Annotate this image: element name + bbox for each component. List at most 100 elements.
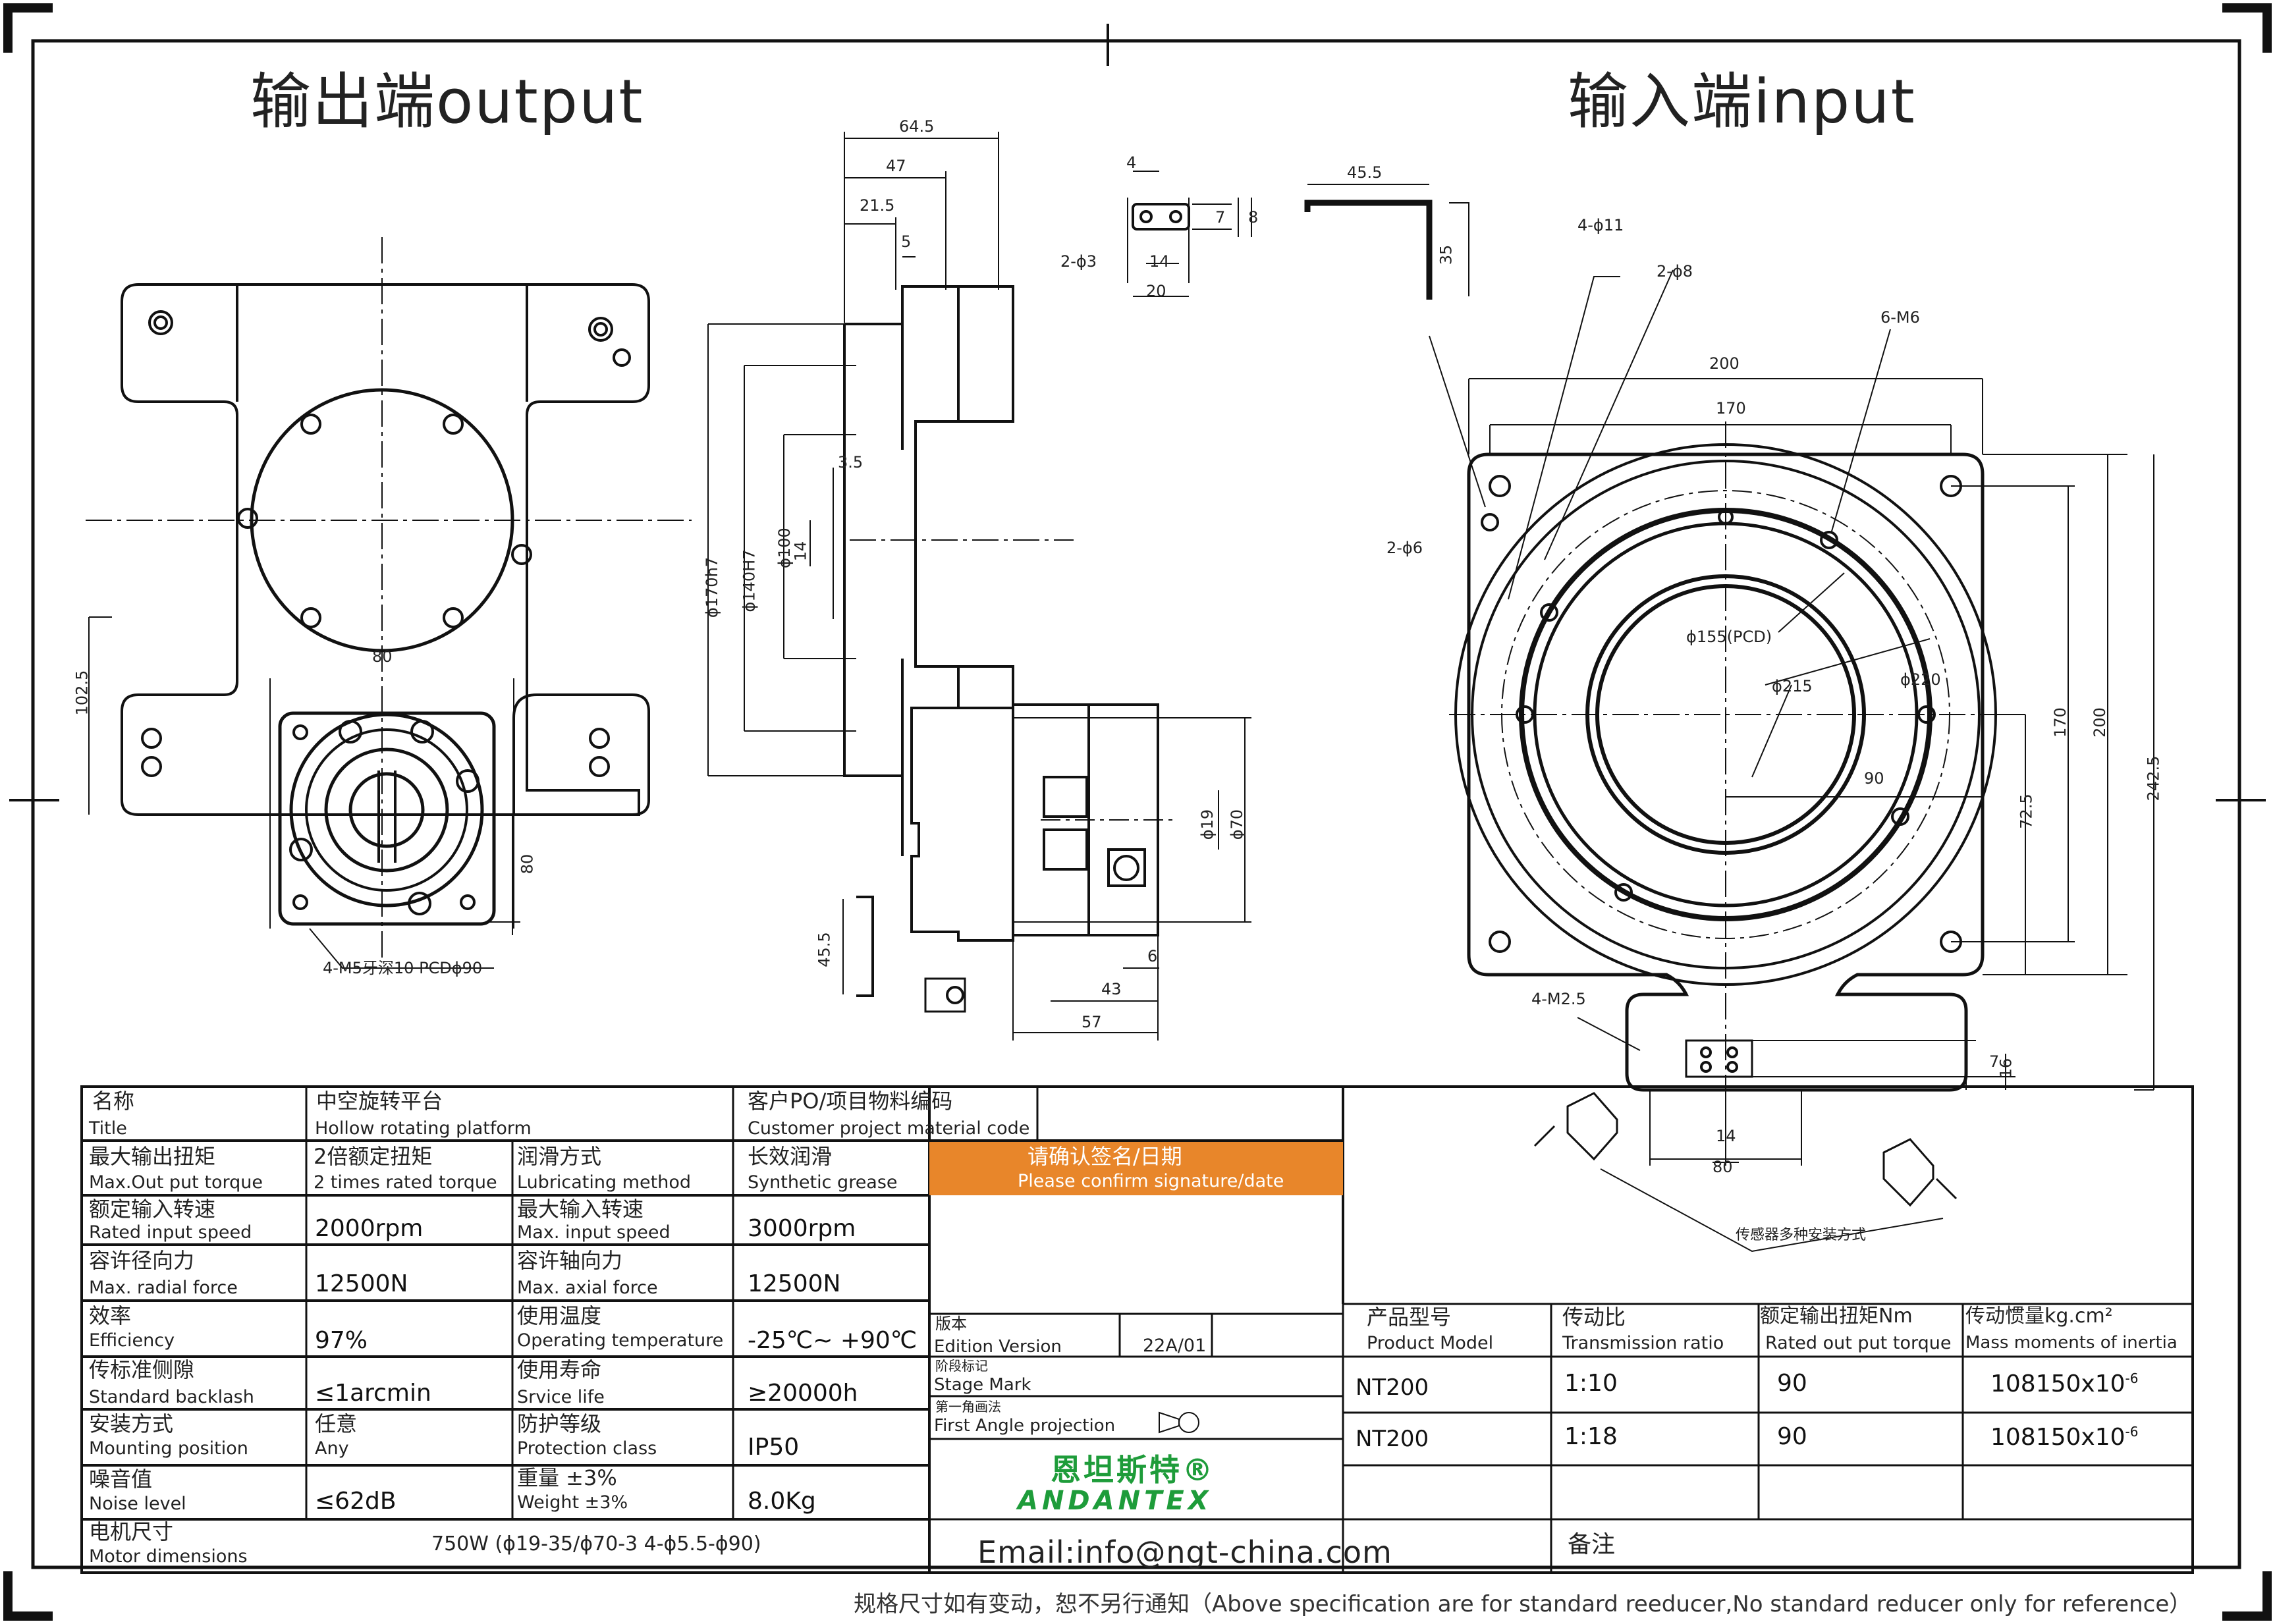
temperature-cn: 使用温度 <box>517 1303 602 1328</box>
m5-note: 4-M5牙深10 PCDϕ90 <box>323 959 483 977</box>
noise-en: Noise level <box>89 1494 186 1514</box>
service-life-val: ≥20000h <box>748 1380 858 1407</box>
backlash-en: Standard backlash <box>89 1387 254 1407</box>
weight-val: 8.0Kg <box>748 1488 816 1515</box>
radial-force-cn: 容许径向力 <box>89 1248 195 1273</box>
output-view <box>86 237 692 969</box>
ratio-header-cn: 传动比 <box>1562 1305 1626 1330</box>
service-life-cn: 使用寿命 <box>517 1357 602 1382</box>
rated-torque-header-en: Rated out put torque <box>1765 1333 1952 1353</box>
lubrication-val-en: Synthetic grease <box>748 1172 898 1193</box>
table-row-model: NT200 <box>1356 1426 1429 1452</box>
dim-label: 4-ϕ11 <box>1577 216 1624 234</box>
rated-input-cn: 额定输入转速 <box>89 1197 216 1222</box>
title-value-cn: 中空旋转平台 <box>316 1089 443 1114</box>
radial-force-en: Max. radial force <box>89 1278 238 1298</box>
corner-marks <box>3 3 2272 1621</box>
title-value-en: Hollow rotating platform <box>315 1118 532 1139</box>
mounting-val-cn: 任意 <box>315 1411 358 1436</box>
confirm-signature-cell[interactable] <box>929 1142 1343 1195</box>
lubrication-en: Lubricating method <box>517 1172 692 1193</box>
table-row-torque: 90 <box>1777 1423 1807 1450</box>
axial-force-val: 12500N <box>748 1270 841 1297</box>
edition-val: 22A/01 <box>1143 1336 1207 1356</box>
table-row-inertia: 108150x10-6 <box>1990 1424 2139 1451</box>
max-input-val: 3000rpm <box>748 1215 856 1242</box>
bracket-details <box>1127 171 1469 300</box>
backlash-val: ≤1arcmin <box>315 1380 431 1407</box>
efficiency-val: 97% <box>315 1327 368 1354</box>
dim-label: 14 <box>1716 1127 1736 1145</box>
rated-torque-header-cn: 额定输出扭矩Nm <box>1760 1305 1913 1328</box>
radial-force-val: 12500N <box>315 1270 408 1297</box>
motor-cn: 电机尺寸 <box>89 1519 174 1544</box>
remark-label: 备注 <box>1568 1531 1616 1558</box>
dim-label: 200 <box>1709 354 1740 373</box>
dim-label: 3.5 <box>838 453 863 472</box>
motor-en: Motor dimensions <box>89 1546 248 1567</box>
stage-en: Stage Mark <box>934 1375 1031 1395</box>
mounting-val-en: Any <box>315 1438 349 1459</box>
rated-input-val: 2000rpm <box>315 1215 424 1242</box>
backlash-cn: 传标准侧隙 <box>89 1357 195 1382</box>
inertia-header-cn: 传动惯量kg.cm² <box>1965 1305 2113 1328</box>
lubrication-cn: 润滑方式 <box>517 1144 602 1169</box>
dim-label: 43 <box>1101 980 1122 998</box>
dim-label: ϕ215 <box>1772 677 1813 695</box>
dim-label: 90 <box>1864 769 1884 788</box>
dim-label: 64.5 <box>899 117 935 136</box>
stage-cn: 阶段标记 <box>935 1358 988 1374</box>
projection-cn: 第一角画法 <box>935 1399 1001 1415</box>
dim-label: 2-ϕ8 <box>1657 262 1693 281</box>
dim-label: 4-M2.5 <box>1531 990 1586 1008</box>
sensor-note: 传感器多种安装方式 <box>1736 1227 1867 1243</box>
brand-logo-en: ANDANTEX <box>1018 1486 1213 1516</box>
outer-frame <box>31 39 2241 1569</box>
dim-label: 4 <box>1126 153 1137 172</box>
dim-label: 170 <box>1716 399 1746 418</box>
spec-table-grid <box>80 1085 2194 1574</box>
table-row-model: NT200 <box>1356 1374 1429 1401</box>
title-label-en: Title <box>89 1118 127 1139</box>
protection-en: Protection class <box>517 1438 657 1459</box>
side-view <box>707 132 1251 1041</box>
dim-label: ϕ220 <box>1900 670 1941 689</box>
temperature-en: Operating temperature <box>517 1330 724 1351</box>
max-torque-cn: 最大输出扭矩 <box>89 1144 216 1169</box>
dim-label: 14 <box>1149 252 1170 271</box>
confirm-en: Please confirm signature/date <box>1018 1171 1284 1191</box>
input-view <box>1429 269 2154 1253</box>
dim-label: 20 <box>1146 282 1166 300</box>
customer-code-en: Customer project material code <box>748 1118 1030 1139</box>
dim-label: 47 <box>886 157 906 175</box>
footer-note: 规格尺寸如有变动，恕不另行通知（Above specification are … <box>854 1591 2192 1617</box>
axial-force-cn: 容许轴向力 <box>517 1248 623 1273</box>
table-row-torque: 90 <box>1777 1370 1807 1397</box>
max-torque-val-cn: 2倍额定扭矩 <box>314 1144 433 1169</box>
axial-force-en: Max. axial force <box>517 1278 658 1298</box>
title-label-cn: 名称 <box>92 1089 135 1114</box>
table-row-inertia: 108150x10-6 <box>1990 1370 2139 1397</box>
protection-cn: 防护等级 <box>517 1411 602 1436</box>
efficiency-cn: 效率 <box>89 1303 132 1328</box>
efficiency-en: Efficiency <box>89 1330 175 1351</box>
noise-val: ≤62dB <box>315 1488 397 1515</box>
projection-en: First Angle projection <box>934 1416 1116 1436</box>
table-row-ratio: 1:10 <box>1564 1370 1618 1397</box>
contact-email[interactable]: Email:info@ngt-china.com <box>977 1534 1392 1570</box>
confirm-cn: 请确认签名/日期 <box>1028 1144 1182 1169</box>
dim-label: 2-ϕ6 <box>1386 539 1423 557</box>
model-header-cn: 产品型号 <box>1367 1305 1452 1330</box>
weight-cn: 重量 ±3% <box>517 1465 617 1490</box>
input-title: 输入端input <box>1568 67 1916 137</box>
dim-label: 7 <box>1215 208 1226 227</box>
mounting-cn: 安装方式 <box>89 1411 174 1436</box>
table-row-ratio: 1:18 <box>1564 1423 1618 1450</box>
dim-label: 6 <box>1147 947 1158 965</box>
temperature-val: -25℃~ +90℃ <box>748 1327 918 1354</box>
service-life-en: Srvice life <box>517 1387 605 1407</box>
dim-label: 21.5 <box>860 196 895 215</box>
dim-label: 80 <box>1713 1158 1733 1176</box>
dim-label: 80 <box>372 647 393 666</box>
